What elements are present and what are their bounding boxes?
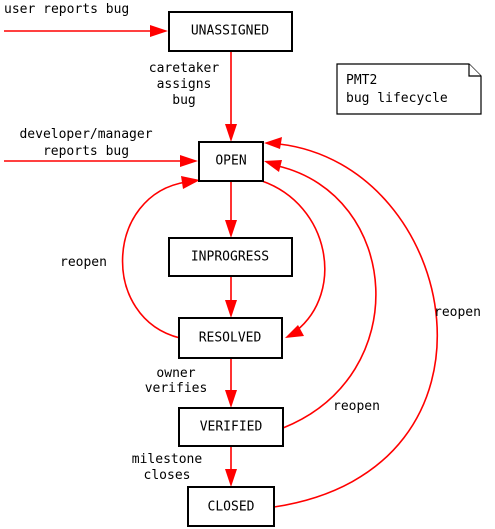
arrowhead: [150, 25, 168, 37]
diagram-note: PMT2 bug lifecycle: [336, 63, 482, 115]
label-user-reports-bug: user reports bug: [4, 2, 129, 17]
label-reopen-resolved: reopen: [60, 255, 107, 270]
label-milestone-line-2: closes: [144, 468, 191, 483]
label-reopen-verified: reopen: [333, 399, 380, 414]
arrowhead: [285, 325, 304, 338]
label-caretaker-line-2: assigns: [157, 77, 212, 92]
edges: [4, 25, 439, 508]
state-inprogress-label: INPROGRESS: [191, 250, 269, 265]
note-line-1: PMT2: [346, 73, 377, 88]
state-verified: VERIFIED: [178, 407, 284, 447]
state-open-label: OPEN: [215, 154, 246, 169]
state-resolved: RESOLVED: [178, 317, 283, 359]
state-unassigned-label: UNASSIGNED: [191, 24, 269, 39]
state-resolved-label: RESOLVED: [199, 331, 262, 346]
edge-labels: user reports bug caretaker assigns bug d…: [4, 2, 481, 483]
arrowhead: [181, 176, 200, 189]
arrowhead: [225, 390, 237, 408]
label-developer-line-2: reports bug: [43, 144, 129, 159]
label-milestone-line-1: milestone: [132, 452, 203, 467]
label-owner-line-1: owner: [156, 366, 195, 381]
state-closed: CLOSED: [187, 486, 275, 527]
arrowhead: [264, 160, 282, 172]
state-open: OPEN: [198, 141, 264, 182]
label-developer-line-1: developer/manager: [19, 127, 152, 142]
edge-resolved-reopen: [121, 181, 187, 339]
arrowhead: [225, 124, 237, 142]
edge-verified-reopen: [277, 165, 377, 429]
note-line-2: bug lifecycle: [346, 91, 448, 106]
label-reopen-closed: reopen: [434, 305, 481, 320]
arrowhead: [264, 137, 282, 149]
label-caretaker-line-1: caretaker: [149, 61, 220, 76]
arrowhead: [225, 300, 237, 318]
state-verified-label: VERIFIED: [200, 420, 263, 435]
arrowhead: [225, 220, 237, 238]
state-inprogress: INPROGRESS: [168, 237, 293, 277]
arrowhead: [225, 469, 237, 487]
edge-closed-reopen: [273, 143, 439, 508]
arrowhead: [180, 155, 198, 167]
edge-open-resolved: [261, 180, 326, 332]
state-closed-label: CLOSED: [208, 500, 255, 515]
label-caretaker-line-3: bug: [172, 93, 195, 108]
state-unassigned: UNASSIGNED: [168, 11, 293, 52]
label-owner-line-2: verifies: [145, 381, 208, 396]
